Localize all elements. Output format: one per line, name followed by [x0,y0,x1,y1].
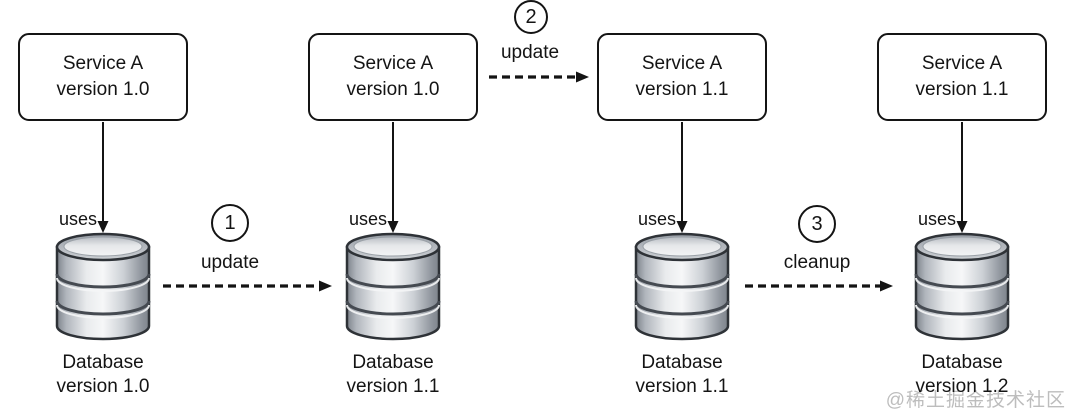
step-number: 1 [224,211,236,234]
step-1-badge: 1 [211,204,249,242]
database-icon-3 [634,231,730,343]
database-name: Database [62,352,144,373]
step-arrow-1-update [163,280,332,292]
database-name: Database [921,352,1003,373]
step-3-label: cleanup [783,252,851,273]
service-version: version 1.0 [346,79,440,100]
database-name: Database [352,352,434,373]
database-icon-2 [345,231,441,343]
step-arrow-2-update [489,71,589,83]
service-name: Service A [641,53,723,74]
database-label-4: Database version 1.2 [877,351,1047,399]
step-2-badge: 2 [514,0,548,34]
watermark: @稀土掘金技术社区 [885,390,1066,411]
uses-arrow-4 [956,122,968,233]
step-arrow-3-cleanup [745,280,893,292]
uses-arrow-1 [97,122,109,233]
uses-label-3: uses [637,209,676,229]
database-label-3: Database version 1.1 [597,351,767,399]
service-version: version 1.0 [56,79,150,100]
database-version: version 1.0 [56,376,150,397]
uses-arrow-3 [676,122,688,233]
service-name: Service A [62,53,144,74]
database-icon-1 [55,231,151,343]
step-number: 2 [525,5,537,28]
service-name: Service A [921,53,1003,74]
database-label-1: Database version 1.0 [18,351,188,399]
uses-label-1: uses [58,209,97,229]
step-1-label: update [200,252,260,273]
database-version: version 1.1 [346,376,440,397]
step-2-label: update [500,42,560,63]
step-3-badge: 3 [798,205,836,243]
service-version: version 1.1 [635,79,729,100]
database-name: Database [641,352,723,373]
uses-arrow-2 [387,122,399,233]
database-label-2: Database version 1.1 [308,351,478,399]
service-box-2: Service A version 1.0 [308,33,478,121]
database-version: version 1.1 [635,376,729,397]
uses-label-2: uses [348,209,387,229]
step-number: 3 [811,212,823,235]
service-name: Service A [352,53,434,74]
service-box-1: Service A version 1.0 [18,33,188,121]
database-version: version 1.2 [915,376,1009,397]
service-box-3: Service A version 1.1 [597,33,767,121]
service-box-4: Service A version 1.1 [877,33,1047,121]
uses-label-4: uses [917,209,956,229]
database-icon-4 [914,231,1010,343]
service-version: version 1.1 [915,79,1009,100]
